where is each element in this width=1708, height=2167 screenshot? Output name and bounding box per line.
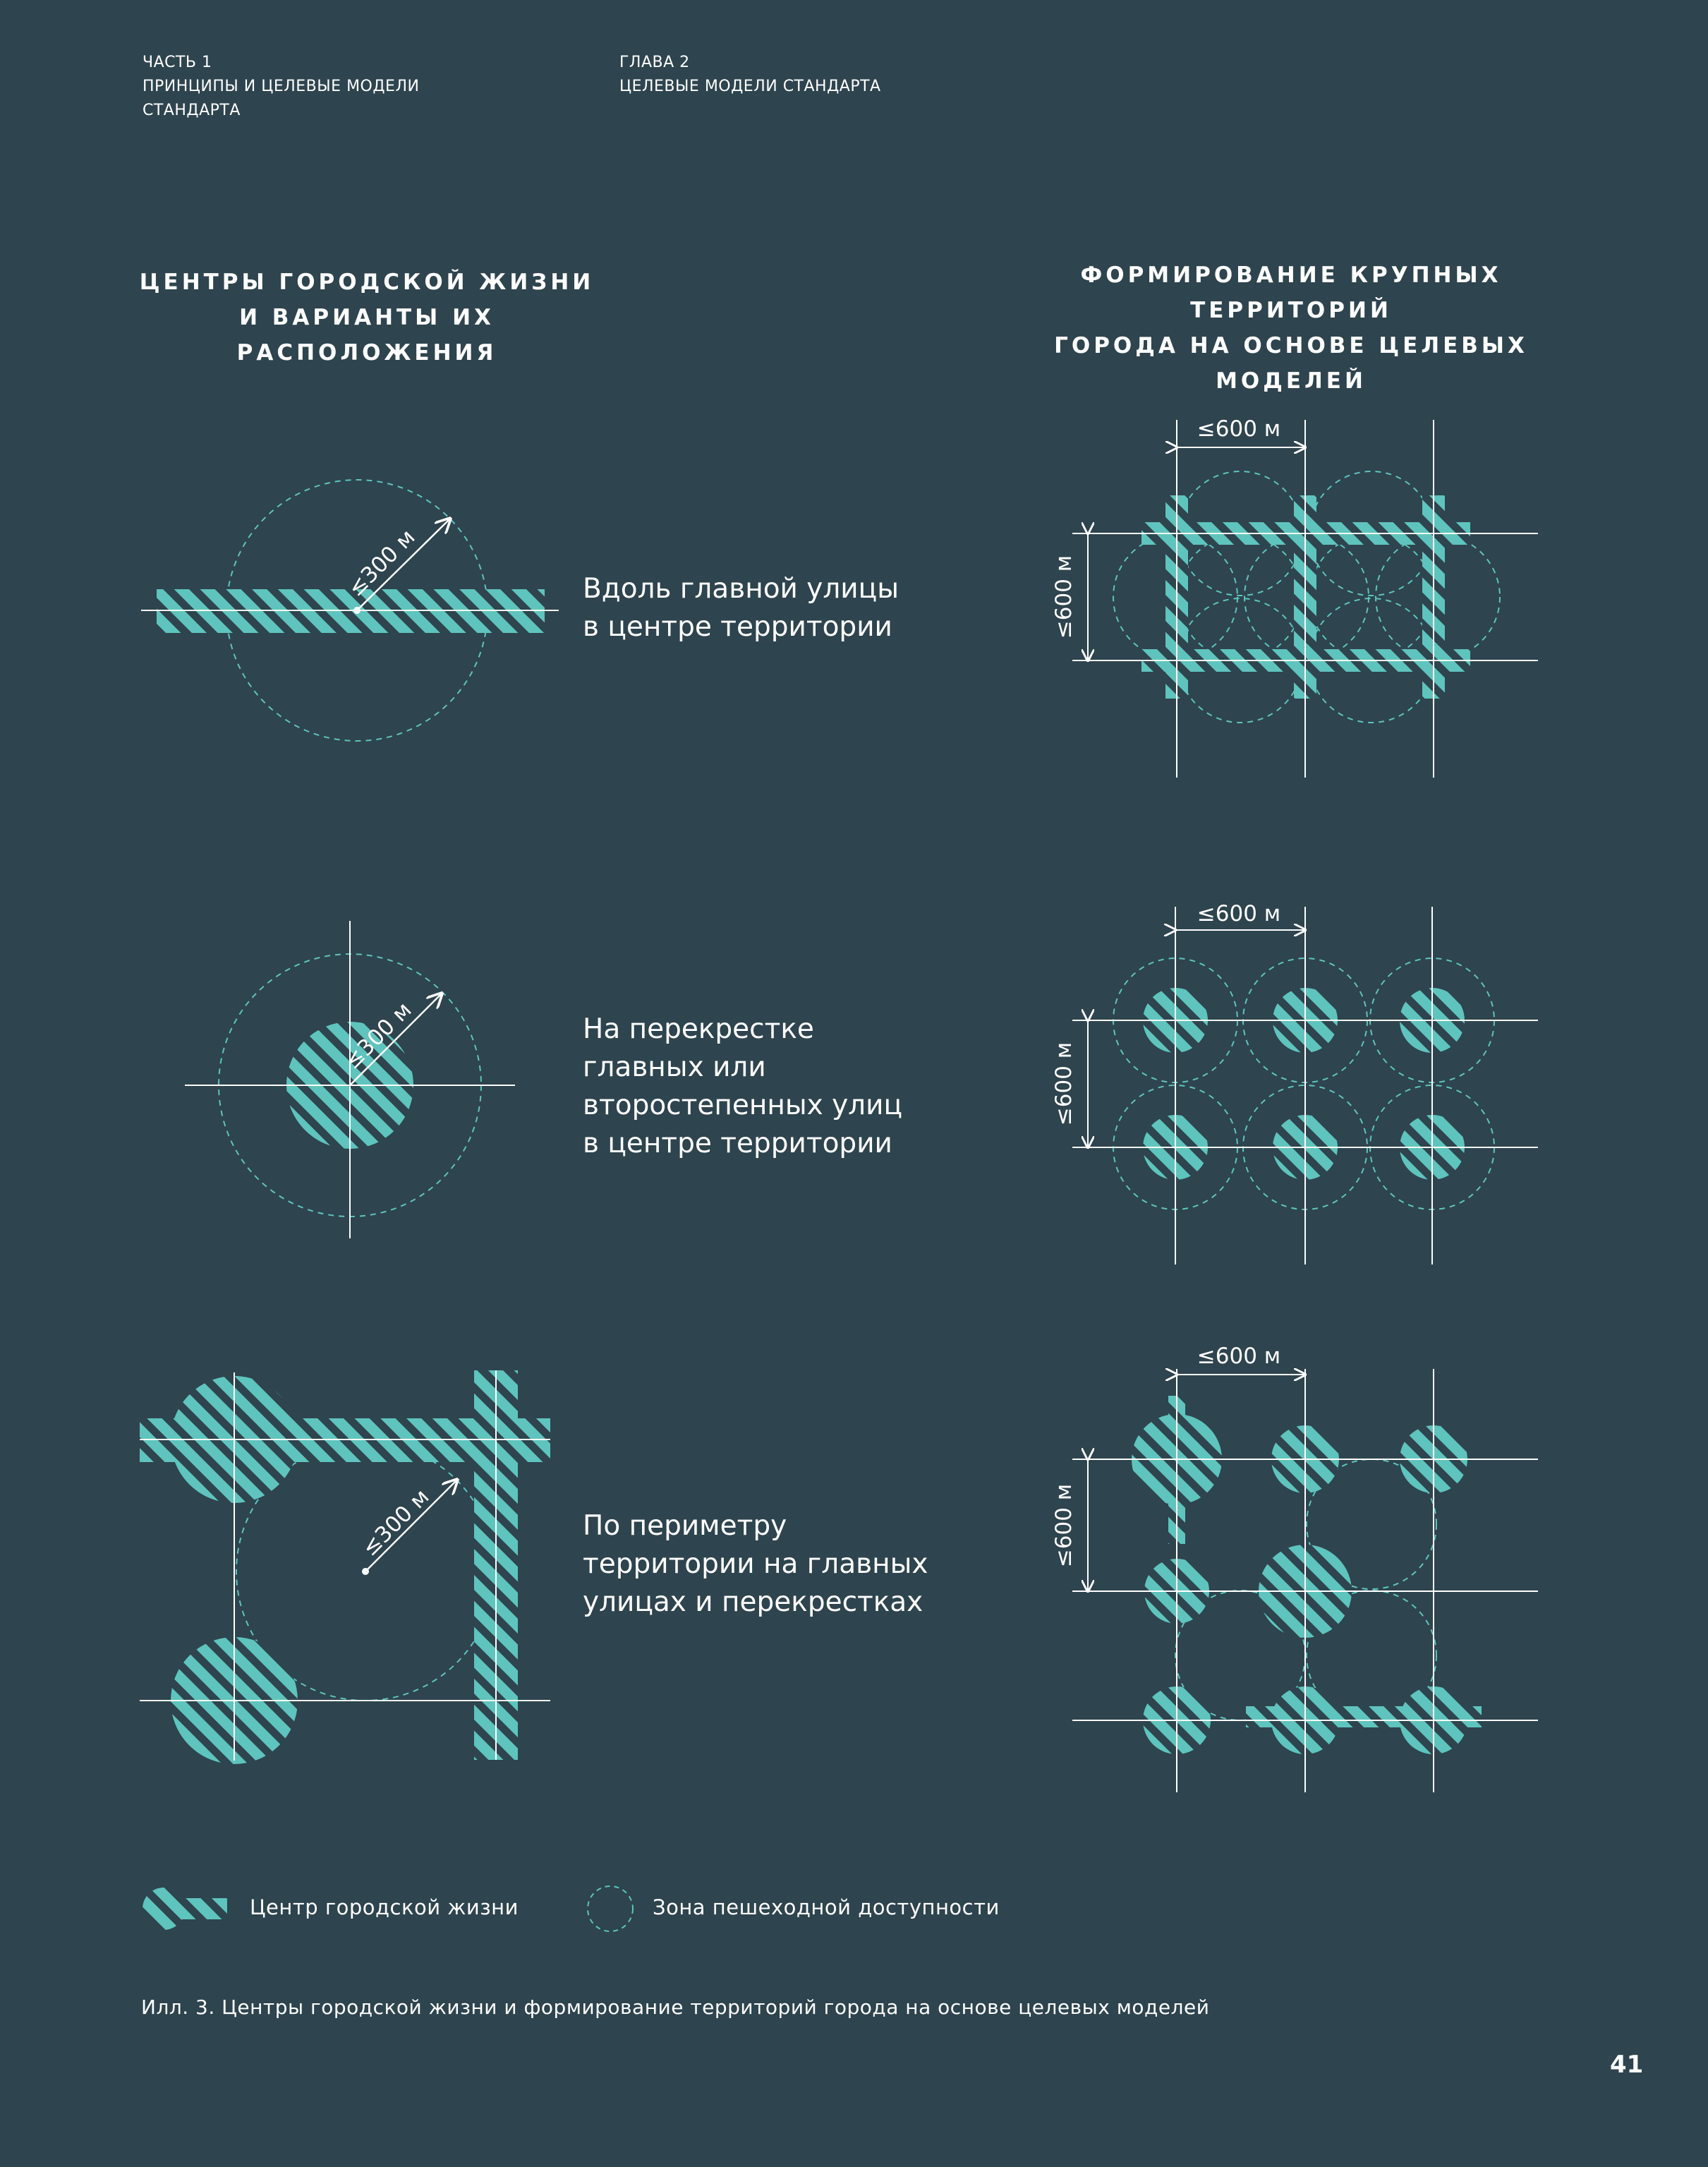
right-diagram-3: ≤600 м ≤600 м bbox=[1051, 1344, 1538, 1792]
radius-arrow bbox=[349, 994, 442, 1086]
right-diagram-2: ≤600 м ≤600 м bbox=[1051, 901, 1538, 1264]
spacing-label-v: ≤600 м bbox=[1051, 1484, 1077, 1567]
radius-label: ≤300 м bbox=[357, 1484, 434, 1561]
left-section-title: ЦЕНТРЫ ГОРОДСКОЙ ЖИЗНИ И ВАРИАНТЫ ИХ РАС… bbox=[139, 270, 595, 366]
spacing-label-h: ≤600 м bbox=[1197, 1344, 1280, 1369]
legend bbox=[143, 1885, 634, 1932]
legend-center-label: Центр городской жизни bbox=[250, 1895, 519, 1919]
legend-walk-zone-label: Зона пешеходной доступности bbox=[653, 1895, 1000, 1919]
legend-walk-zone-icon bbox=[587, 1885, 634, 1932]
spacing-label-v: ≤600 м bbox=[1051, 555, 1077, 639]
page-number: 41 bbox=[1610, 2051, 1644, 2079]
right-diagram-1: ≤600 м ≤600 м bbox=[1051, 416, 1538, 778]
center-hatched-circles bbox=[1132, 1414, 1467, 1754]
running-header-chapter: ГЛАВА 2 ЦЕЛЕВЫЕ МОДЕЛИ СТАНДАРТА bbox=[619, 54, 881, 95]
spacing-label-h: ≤600 м bbox=[1197, 416, 1280, 442]
variant-2-description: На перекрестке главных или второстепенны… bbox=[583, 1013, 902, 1159]
legend-center-icon bbox=[143, 1888, 227, 1930]
radius-arrow bbox=[365, 1480, 457, 1572]
right-section-title: ФОРМИРОВАНИЕ КРУПНЫХ ТЕРРИТОРИЙ ГОРОДА Н… bbox=[1054, 262, 1528, 394]
center-hatched-circles bbox=[1143, 988, 1465, 1180]
radius-arrow bbox=[356, 519, 450, 611]
spacing-label-v: ≤600 м bbox=[1051, 1042, 1077, 1125]
running-header-part: ЧАСТЬ 1 ПРИНЦИПЫ И ЦЕЛЕВЫЕ МОДЕЛИ СТАНДА… bbox=[143, 54, 420, 119]
variant-1-description: Вдоль главной улицы в центре территории bbox=[583, 573, 899, 643]
figure-caption: Илл. 3. Центры городской жизни и формиро… bbox=[141, 1996, 1210, 2019]
left-diagram-2: ≤300 м bbox=[185, 921, 515, 1238]
variant-3-description: По периметру территории на главных улица… bbox=[583, 1510, 928, 1618]
spacing-label-h: ≤600 м bbox=[1197, 901, 1280, 926]
left-diagram-3: ≤300 м bbox=[140, 1370, 550, 1764]
left-diagram-1: ≤300 м bbox=[141, 479, 559, 742]
